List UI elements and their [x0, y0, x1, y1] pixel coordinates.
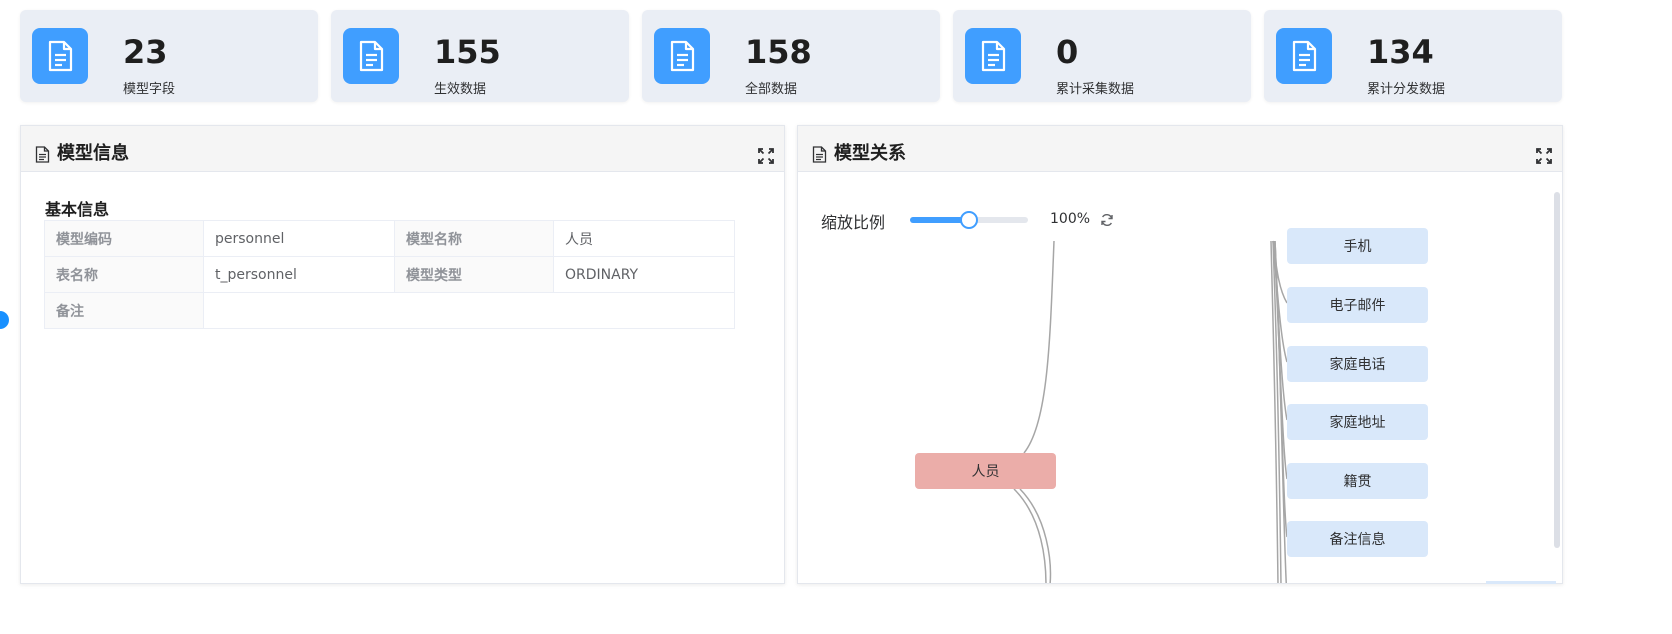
- field-value: ORDINARY: [553, 256, 735, 293]
- field-value: personnel: [203, 220, 395, 257]
- document-icon: [1276, 28, 1332, 84]
- relation-graph[interactable]: 人员 手机 电子邮件 家庭电话 家庭地址 籍贯 备注信息: [798, 173, 1558, 583]
- document-icon: [965, 28, 1021, 84]
- section-title: 基本信息: [45, 200, 110, 219]
- zoom-slider[interactable]: [910, 211, 1028, 229]
- zoom-value: 100%: [1050, 211, 1091, 227]
- document-icon: [812, 146, 827, 163]
- stat-label: 生效数据: [434, 82, 487, 97]
- graph-node-child[interactable]: 家庭地址: [1287, 404, 1428, 440]
- relation-edges: [1013, 240, 1288, 583]
- field-value: t_personnel: [203, 256, 395, 293]
- table-row: 表名称 t_personnel 模型类型 ORDINARY: [44, 256, 735, 293]
- table-row: 备注: [44, 292, 735, 329]
- field-value: 人员: [553, 220, 735, 257]
- refresh-icon[interactable]: [1100, 213, 1114, 227]
- panel-header: 模型信息: [21, 126, 784, 172]
- panel-title: 模型信息: [57, 143, 129, 164]
- graph-node-child[interactable]: 家庭电话: [1287, 346, 1428, 382]
- graph-node-child[interactable]: 备注信息: [1287, 521, 1428, 557]
- stat-value: 134: [1367, 33, 1434, 71]
- graph-node-child-partial: [1486, 581, 1556, 584]
- stat-card-collected-data: 0 累计采集数据: [953, 10, 1251, 102]
- stat-card-active-data: 155 生效数据: [331, 10, 629, 102]
- zoom-label: 缩放比例: [821, 213, 886, 232]
- stat-value: 158: [745, 33, 812, 71]
- graph-node-child[interactable]: 电子邮件: [1287, 287, 1428, 323]
- table-row: 模型编码 personnel 模型名称 人员: [44, 220, 735, 257]
- graph-node-child[interactable]: 籍贯: [1287, 463, 1428, 499]
- panel-title: 模型关系: [834, 143, 906, 164]
- field-label: 模型编码: [44, 220, 204, 257]
- side-drawer-handle[interactable]: [0, 311, 9, 329]
- document-icon: [343, 28, 399, 84]
- fullscreen-icon[interactable]: [758, 148, 774, 164]
- model-relation-panel: 模型关系 人员 手机: [797, 125, 1563, 584]
- stat-card-model-fields: 23 模型字段: [20, 10, 318, 102]
- basic-info-table: 模型编码 personnel 模型名称 人员 表名称 t_personnel 模…: [44, 220, 735, 329]
- document-icon: [654, 28, 710, 84]
- stat-value: 23: [123, 33, 168, 71]
- field-label: 表名称: [44, 256, 204, 293]
- field-label: 备注: [44, 292, 204, 329]
- field-label: 模型名称: [394, 220, 554, 257]
- zoom-slider-thumb[interactable]: [960, 211, 978, 229]
- fullscreen-icon[interactable]: [1536, 148, 1552, 164]
- stat-value: 0: [1056, 33, 1079, 71]
- stat-label: 全部数据: [745, 82, 798, 97]
- graph-scrollbar[interactable]: [1554, 192, 1560, 548]
- stat-value: 155: [434, 33, 501, 71]
- graph-node-child[interactable]: 手机: [1287, 228, 1428, 264]
- stat-card-distributed-data: 134 累计分发数据: [1264, 10, 1562, 102]
- stat-label: 累计采集数据: [1056, 82, 1135, 97]
- document-icon: [32, 28, 88, 84]
- graph-node-root[interactable]: 人员: [915, 453, 1056, 489]
- stat-card-all-data: 158 全部数据: [642, 10, 940, 102]
- panel-header: 模型关系: [798, 126, 1562, 172]
- field-value: [203, 292, 735, 329]
- model-info-panel: 模型信息 基本信息 模型编码 personnel 模型名称 人员 表名称 t_p…: [20, 125, 785, 584]
- field-label: 模型类型: [394, 256, 554, 293]
- stat-label: 累计分发数据: [1367, 82, 1446, 97]
- document-icon: [35, 146, 50, 163]
- stat-label: 模型字段: [123, 82, 176, 97]
- zoom-slider-fill: [910, 217, 969, 223]
